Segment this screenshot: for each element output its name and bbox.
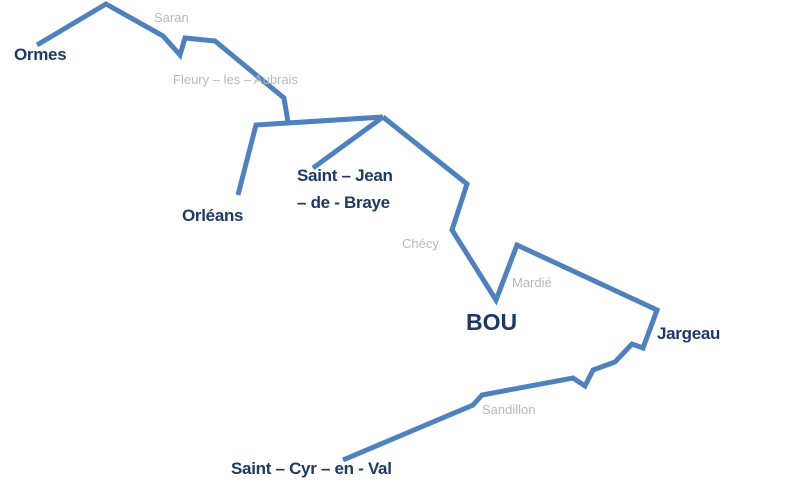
route-saint-jean-branch bbox=[311, 114, 385, 171]
label-saint-jean-de-braye-line1: Saint – Jean bbox=[297, 166, 393, 185]
label-fleury-les-aubrais: Fleury – les – Aubrais bbox=[173, 72, 299, 87]
label-ormes: Ormes bbox=[14, 45, 67, 64]
route-orleans-branch bbox=[235, 114, 384, 196]
label-mardie: Mardié bbox=[512, 275, 552, 290]
label-checy: Chécy bbox=[402, 236, 439, 251]
label-sandillon: Sandillon bbox=[482, 402, 536, 417]
route-north bbox=[35, 1, 291, 123]
label-saint-jean-de-braye-line2: – de - Braye bbox=[297, 193, 390, 212]
label-saran: Saran bbox=[154, 10, 189, 25]
route-main-east bbox=[342, 115, 661, 463]
label-orleans: Orléans bbox=[182, 206, 244, 225]
label-saint-cyr-en-val: Saint – Cyr – en - Val bbox=[231, 459, 392, 478]
label-bou: BOU bbox=[466, 309, 518, 335]
label-jargeau: Jargeau bbox=[657, 324, 721, 343]
